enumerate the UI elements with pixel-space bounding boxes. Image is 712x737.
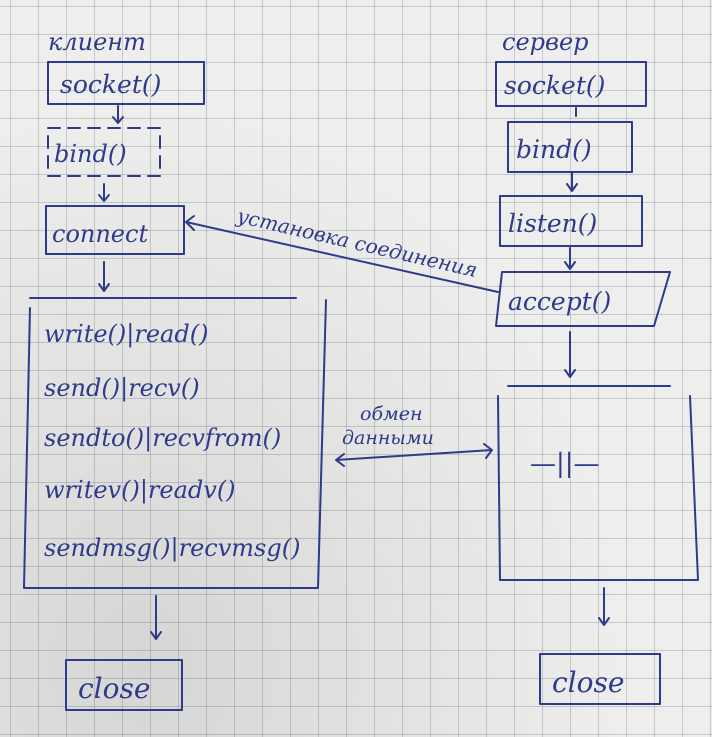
server-listen-box bbox=[499, 195, 643, 247]
client-io-box bbox=[23, 299, 327, 589]
connection-label: установка соединения bbox=[234, 203, 480, 282]
client-io-line-2: send()|recv() bbox=[44, 374, 200, 403]
server-arrow-3 bbox=[564, 247, 576, 270]
server-accept-label: accept() bbox=[508, 287, 611, 316]
client-arrow-3 bbox=[98, 261, 110, 292]
server-heading: сервер bbox=[502, 28, 589, 56]
client-close-label: close bbox=[78, 672, 150, 705]
server-listen-label: listen() bbox=[508, 209, 597, 238]
connection-arrow bbox=[185, 215, 499, 293]
client-socket-box bbox=[47, 61, 205, 105]
client-arrow-1 bbox=[112, 105, 124, 124]
server-arrow-5 bbox=[598, 587, 610, 626]
client-io-line-4: writev()|readv() bbox=[44, 476, 236, 505]
server-arrow-2 bbox=[566, 171, 578, 192]
client-close-box bbox=[65, 659, 183, 711]
client-connect-box bbox=[45, 205, 185, 255]
client-arrow-4 bbox=[150, 595, 162, 640]
server-bind-box bbox=[507, 121, 633, 173]
exchange-label-2: данными bbox=[342, 427, 434, 449]
exchange-label-1: обмен bbox=[360, 403, 423, 425]
server-bind-label: bind() bbox=[516, 135, 592, 164]
client-io-line-3: sendto()|recvfrom() bbox=[44, 424, 281, 453]
server-close-label: close bbox=[552, 666, 624, 699]
client-io-line-5: sendmsg()|recvmsg() bbox=[44, 534, 300, 563]
server-socket-box bbox=[495, 61, 647, 107]
server-socket-label: socket() bbox=[504, 71, 605, 100]
server-io-label: —||— bbox=[530, 449, 600, 479]
client-io-line-1: write()|read() bbox=[44, 320, 208, 349]
data-exchange-arrow bbox=[335, 443, 493, 467]
client-connect-label: connect bbox=[52, 220, 148, 248]
client-socket-label: socket() bbox=[60, 70, 161, 99]
client-arrow-2 bbox=[98, 183, 110, 202]
server-close-box bbox=[539, 653, 661, 705]
server-accept-box bbox=[495, 271, 671, 327]
server-arrow-4 bbox=[564, 331, 576, 378]
server-io-box bbox=[497, 395, 699, 581]
client-bind-label: bind() bbox=[54, 140, 127, 168]
client-heading: клиент bbox=[48, 28, 146, 56]
